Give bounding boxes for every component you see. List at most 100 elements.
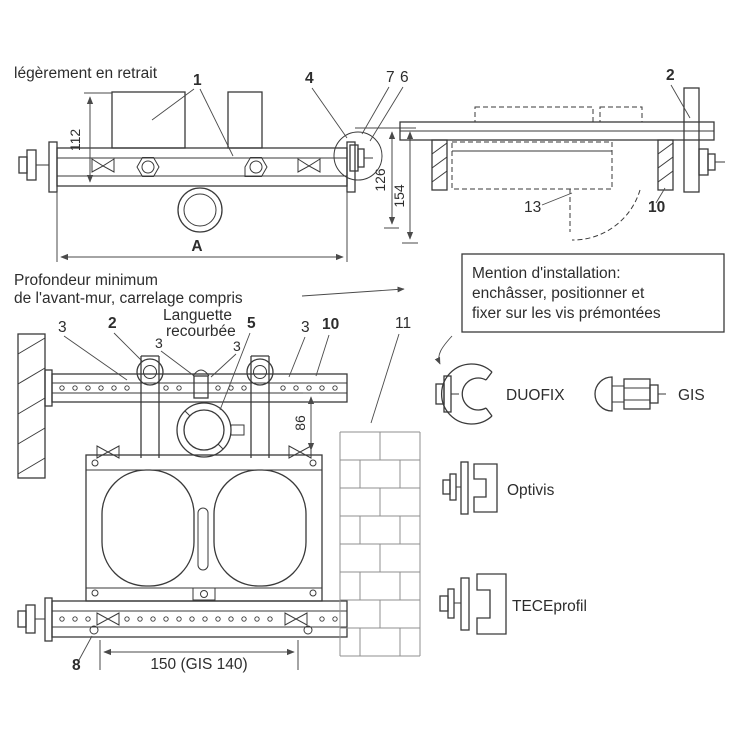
flush-pipe-right [246,355,274,458]
wing-nut-icon [284,612,308,626]
part-label-8: 8 [72,635,93,674]
optivis-label: Optivis [507,482,555,499]
bottom-mounting-rail [17,597,348,642]
wall-fixing-right [349,144,373,172]
vertical-rail-side [683,87,700,193]
svg-text:10: 10 [648,199,665,216]
svg-text:2: 2 [666,67,675,84]
hex-nut-icon [136,157,160,177]
caption-profondeur: Profondeur minimum de l'avant-mur, carre… [14,272,405,307]
pointer-arrow-to-icons [434,335,453,365]
part-label-4: 4 [305,70,348,139]
caption-pointer-arrow [301,286,405,297]
dim-86-text: 86 [292,415,308,431]
frame-center-slot [197,507,209,571]
dim-150-text: 150 (GIS 140) [150,656,247,673]
wall-fixing-bottom-left [17,604,45,634]
wing-nut-icon [91,158,115,173]
dimension-112: 112 [67,92,112,183]
side-view-top-right: 2 13 10 [399,67,725,241]
part-label-2-frame: 2 [108,315,143,362]
frame-screw [91,459,99,467]
wing-nut-icon [96,445,120,459]
dashed-block-right [599,106,643,123]
wing-nut-icon [288,445,312,459]
frame-bottom-fitting [192,587,216,601]
svg-text:5: 5 [247,315,256,332]
part-label-3-tab-right: 3 [210,338,241,378]
detail-callout-circle [333,131,383,181]
cistern-block-left [111,91,186,149]
part-label-6: 6 [369,69,409,142]
gis-icon [594,376,666,412]
dimension-150: 150 (GIS 140) [99,640,299,673]
languette-line1: Languette [163,307,232,324]
svg-text:3: 3 [233,338,241,354]
flush-pipe-circle-inner [183,193,217,227]
caption-profondeur-line2: de l'avant-mur, carrelage compris [14,290,243,307]
wall-fixing-side [698,148,725,176]
optivis-icon [442,461,498,515]
caption-profondeur-line1: Profondeur minimum [14,272,158,289]
flush-pipe-circle [177,187,223,233]
frame-opening-right [213,469,307,587]
flush-frame [85,445,323,602]
part-label-1: 1 [151,72,234,157]
svg-text:2: 2 [108,315,117,332]
mention-line2: enchâsser, positionner et [472,285,645,302]
svg-text:3: 3 [301,319,310,336]
wall-stud-left [17,333,46,479]
hatched-bracket-right [657,139,674,191]
note-legerement-en-retrait: légèrement en retrait [14,65,158,82]
brick-wall [339,431,421,657]
dimension-126: 126 [355,127,416,229]
dim-112-text: 112 [67,129,83,152]
frame-view-bottom-left: 86 150 (GIS 140) 3 2 Languette recourbée… [17,307,421,674]
frame-screw [309,459,317,467]
svg-text:10: 10 [322,316,339,333]
teceprofil-label: TECEprofil [512,598,587,615]
svg-text:13: 13 [524,199,541,216]
cistern-block-right [227,91,263,149]
svg-text:6: 6 [400,69,409,86]
hatched-bracket-left [431,139,448,191]
label-languette: Languette recourbée [163,307,236,340]
svg-text:3: 3 [58,319,67,336]
svg-text:11: 11 [395,315,411,332]
frame-screw [91,589,99,597]
rail-end-cap-left [48,141,58,193]
duofix-icon [435,363,493,425]
duofix-label: DUOFIX [506,387,565,404]
mounting-rail-front [48,141,356,193]
languette-line2: recourbée [166,323,236,340]
curved-tab [192,369,210,399]
part-label-3-right: 3 [288,319,310,378]
rail-holes [59,385,338,622]
hex-nut-icon [244,157,268,177]
dim-a-text: A [191,238,202,255]
top-mounting-rail [44,369,348,407]
front-view-top-left: légèrement en retrait [14,65,418,307]
swing-arc [571,189,641,241]
water-connection-circle [176,402,245,458]
svg-text:1: 1 [193,72,202,89]
dim-126-text: 126 [372,168,388,192]
dimension-86: 86 [292,392,319,451]
part-label-3-tab-left: 3 [155,335,194,376]
flush-pipe-left [136,355,164,458]
cistern-dashed-outline [451,141,613,190]
wing-nut-icon [96,612,120,626]
dimension-a: A [56,192,348,262]
svg-text:4: 4 [305,70,314,87]
rail-end-cap-right [346,141,356,193]
part-label-7: 7 [361,69,395,135]
teceprofil-icon [439,573,507,635]
screw-part-8 [89,625,99,635]
gis-label: GIS [678,387,705,404]
svg-text:3: 3 [155,335,163,351]
mention-line1: Mention d'installation: [472,265,621,282]
dashed-block-left [474,106,594,123]
part-label-2-side: 2 [666,67,691,119]
